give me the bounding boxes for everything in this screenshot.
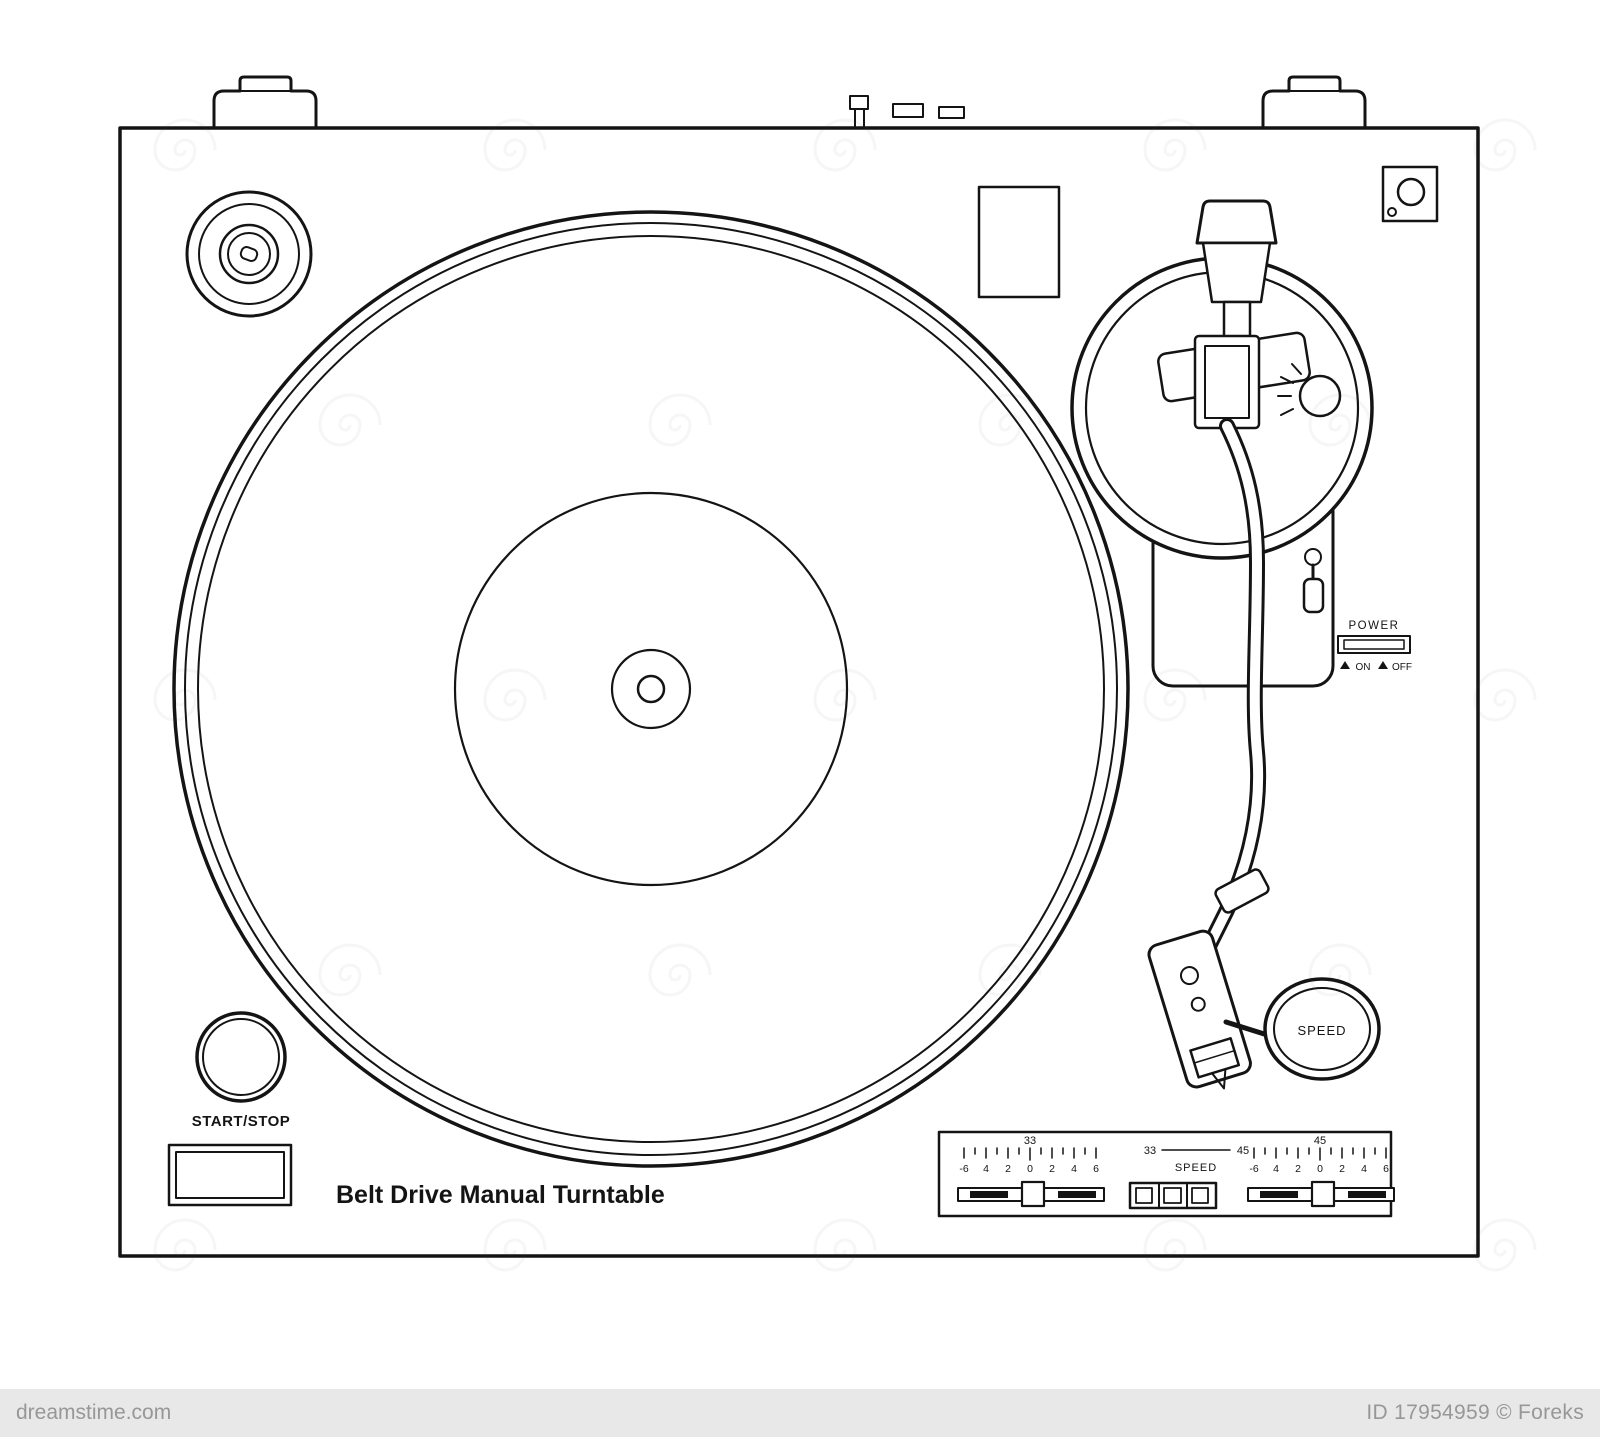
model-title: Belt Drive Manual Turntable bbox=[336, 1181, 665, 1209]
pitch-tick-label: 6 bbox=[1383, 1163, 1389, 1175]
power-switch[interactable]: POWER ON OFF bbox=[1337, 620, 1412, 673]
pitch-tick-label: 4 bbox=[1071, 1163, 1077, 1175]
pitch-tick-label: 2 bbox=[1339, 1163, 1345, 1175]
slider-handle[interactable] bbox=[1310, 1180, 1336, 1208]
rear-switch bbox=[892, 103, 924, 118]
watermark-spiral-icon bbox=[1473, 1218, 1537, 1272]
screw-slot bbox=[239, 246, 259, 262]
dust-cover-hinge-right bbox=[1261, 75, 1367, 130]
tonearm-tube[interactable] bbox=[1198, 418, 1270, 960]
power-off-icon bbox=[1378, 661, 1388, 669]
watermark-credit: ID 17954959 © Foreks bbox=[1366, 1401, 1584, 1424]
start-stop-label: START/STOP bbox=[192, 1113, 291, 1130]
pitch-scale-left: 33 -6 4 2 0 2 4 6 bbox=[959, 1135, 1099, 1175]
speed-33-label: 33 bbox=[1144, 1145, 1156, 1157]
watermark-spiral-icon bbox=[1473, 118, 1537, 172]
dust-cover-hinge-left bbox=[212, 75, 318, 130]
rear-switch-small bbox=[938, 106, 965, 119]
slider-handle[interactable] bbox=[1020, 1180, 1046, 1208]
power-on-label: ON bbox=[1356, 662, 1371, 673]
scale-speed-label: 45 bbox=[1314, 1135, 1326, 1147]
headshell-cartridge[interactable] bbox=[1147, 929, 1256, 1098]
pitch-tick-label: 0 bbox=[1027, 1163, 1033, 1175]
cue-lever[interactable] bbox=[1302, 548, 1325, 614]
power-label: POWER bbox=[1349, 620, 1400, 632]
tonearm-gimbal bbox=[1157, 331, 1311, 430]
tonearm-assembly bbox=[1070, 199, 1374, 1098]
pitch-tick-label: 4 bbox=[1361, 1163, 1367, 1175]
pitch-tick-label: 4 bbox=[1273, 1163, 1279, 1175]
adapter-holder bbox=[1381, 165, 1439, 223]
pitch-tick-label: -6 bbox=[1249, 1163, 1258, 1175]
speed-label: SPEED bbox=[1175, 1162, 1217, 1174]
pitch-tick-label: 2 bbox=[1005, 1163, 1011, 1175]
rear-connectors bbox=[849, 95, 965, 129]
pitch-scale-right: 45 -6 4 2 0 2 4 6 bbox=[1249, 1135, 1389, 1175]
pitch-tick-label: -6 bbox=[959, 1163, 968, 1175]
power-off-label: OFF bbox=[1392, 662, 1412, 673]
pitch-slider-left[interactable] bbox=[957, 1180, 1105, 1208]
spindle-hole bbox=[636, 674, 666, 704]
speed-45-label: 45 bbox=[1237, 1145, 1249, 1157]
pitch-tick-label: 2 bbox=[1049, 1163, 1055, 1175]
speed-button-label: SPEED bbox=[1297, 1023, 1346, 1038]
strobe-window bbox=[977, 185, 1061, 299]
stylus-block bbox=[1189, 1037, 1241, 1079]
arm-collar bbox=[1214, 868, 1270, 914]
pitch-tick-label: 6 bbox=[1093, 1163, 1099, 1175]
pitch-scale-ticks bbox=[963, 1147, 1097, 1161]
watermark-site: dreamstime.com bbox=[16, 1401, 172, 1424]
pitch-panel: 33 -6 4 2 0 2 4 6 33 45 SPEED 45 bbox=[937, 1130, 1395, 1218]
speed-selector-switch[interactable] bbox=[1128, 1181, 1218, 1210]
power-on-icon bbox=[1340, 661, 1350, 669]
watermark-spiral-icon bbox=[1473, 668, 1537, 722]
start-stop-button[interactable] bbox=[195, 1011, 287, 1103]
speed-scale-center: 33 45 SPEED bbox=[1144, 1145, 1249, 1174]
pitch-slider-right[interactable] bbox=[1247, 1180, 1395, 1208]
pitch-tick-label: 2 bbox=[1295, 1163, 1301, 1175]
rear-plug-icon bbox=[849, 95, 869, 110]
start-stop-switch-plate[interactable] bbox=[167, 1143, 293, 1207]
stylus-tip bbox=[1211, 1068, 1227, 1090]
light-rays-icon bbox=[1277, 363, 1302, 416]
pitch-scale-ticks bbox=[1253, 1147, 1387, 1161]
pitch-tick-label: 4 bbox=[983, 1163, 989, 1175]
watermark-bar: dreamstime.com ID 17954959 © Foreks bbox=[0, 1389, 1600, 1437]
motor-pulley-cap bbox=[185, 190, 313, 318]
scale-speed-label: 33 bbox=[1024, 1135, 1036, 1147]
speed-button[interactable]: SPEED bbox=[1263, 977, 1381, 1081]
platter-rim bbox=[172, 210, 1130, 1168]
pitch-tick-label: 0 bbox=[1317, 1163, 1323, 1175]
